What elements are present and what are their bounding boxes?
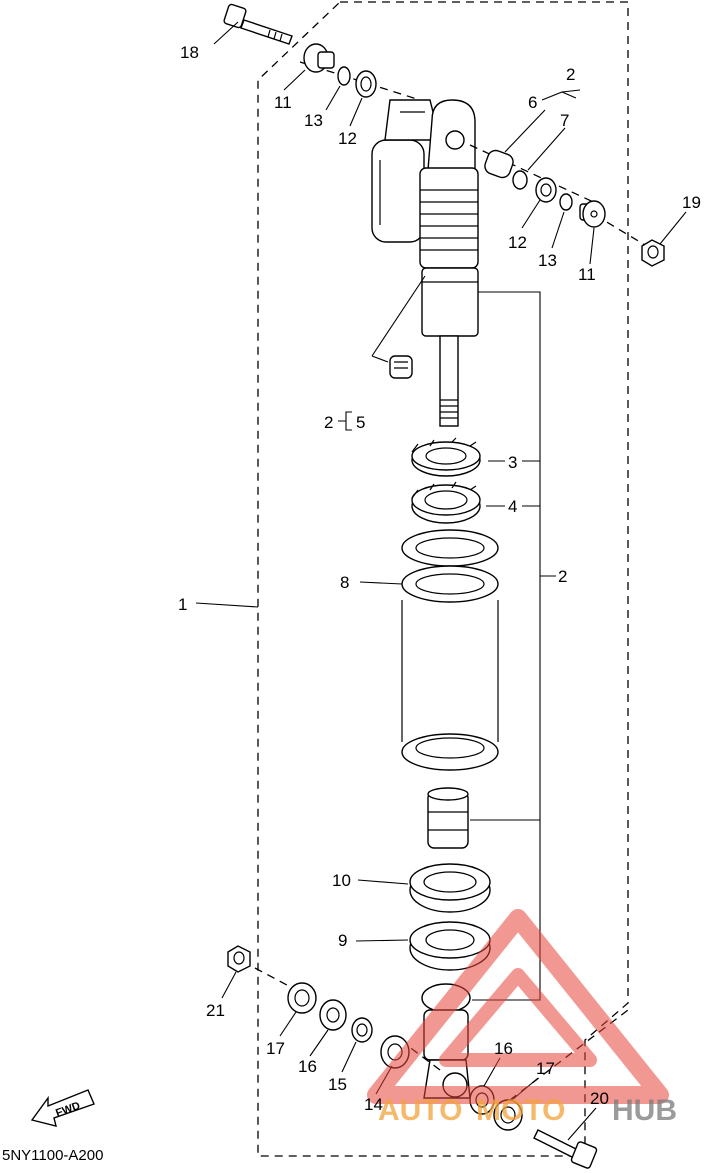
callout-4: 4 [508, 497, 517, 516]
watermark-text-auto: AUTO [378, 1094, 462, 1127]
collar-16-left [319, 999, 347, 1031]
callout-1: 1 [178, 595, 187, 614]
o-ring-13-left [337, 66, 351, 86]
lock-nut-3 [411, 437, 481, 477]
seal-17-left [287, 982, 317, 1014]
callout-8: 8 [340, 573, 349, 592]
bolt-18 [223, 3, 293, 45]
callout-14: 14 [364, 1095, 383, 1114]
leader-5-bracket [338, 275, 426, 431]
callout-11-right: 11 [578, 265, 596, 284]
callout-17-left: 17 [266, 1039, 285, 1058]
callout-18: 18 [180, 43, 199, 62]
callout-11-left: 11 [274, 93, 292, 112]
watermark-logo: AUTO MOTO HUB [367, 909, 677, 1127]
callout-21: 21 [206, 1001, 225, 1020]
callout-16-right: 16 [494, 1039, 513, 1058]
shock-body [419, 99, 479, 427]
washer-15 [351, 1017, 373, 1043]
callout-3: 3 [508, 453, 517, 472]
cap-5 [389, 355, 413, 379]
callout-17-right: 17 [536, 1059, 555, 1078]
callout-2-mid: 2 [558, 567, 567, 586]
adjust-nut-4 [411, 481, 481, 524]
bushing-6 [484, 149, 514, 179]
seal-12-left [355, 70, 377, 98]
callout-13-left: 13 [304, 111, 323, 130]
callout-9: 9 [338, 931, 347, 950]
callout-10: 10 [332, 871, 351, 890]
diagram-code: 5NY1100-A200 [2, 1147, 103, 1164]
callout-19: 19 [682, 193, 701, 212]
collar-11-right [579, 200, 606, 228]
reservoir [371, 99, 441, 243]
watermark-text-moto: MOTO [476, 1094, 565, 1127]
right-bolt-axis [594, 214, 651, 249]
spring-8 [401, 529, 499, 771]
watermark-text-hub: HUB [612, 1094, 677, 1127]
fwd-arrow-icon: FWD [30, 1089, 95, 1127]
collar-11-left [303, 43, 335, 73]
callout-7: 7 [560, 111, 569, 130]
seal-12-right [535, 177, 557, 203]
callout-20: 20 [590, 1089, 609, 1108]
callout-2-small: 2 [324, 413, 333, 432]
bolt-20 [533, 1129, 598, 1169]
nut-19 [641, 239, 665, 267]
washer-10 [409, 863, 491, 913]
callout-6: 6 [528, 93, 537, 112]
callout-5: 5 [356, 413, 365, 432]
callout-12-left: 12 [338, 129, 357, 148]
ring-7 [512, 170, 528, 190]
callout-13-right: 13 [538, 251, 557, 270]
bump-stop [427, 787, 469, 849]
washer-9 [409, 921, 491, 971]
o-ring-13-right [559, 193, 573, 211]
callout-15: 15 [328, 1075, 347, 1094]
callout-16-left: 16 [298, 1057, 317, 1076]
callout-12-right: 12 [508, 233, 527, 252]
callout-2-top: 2 [566, 65, 575, 84]
nut-21 [227, 945, 251, 973]
